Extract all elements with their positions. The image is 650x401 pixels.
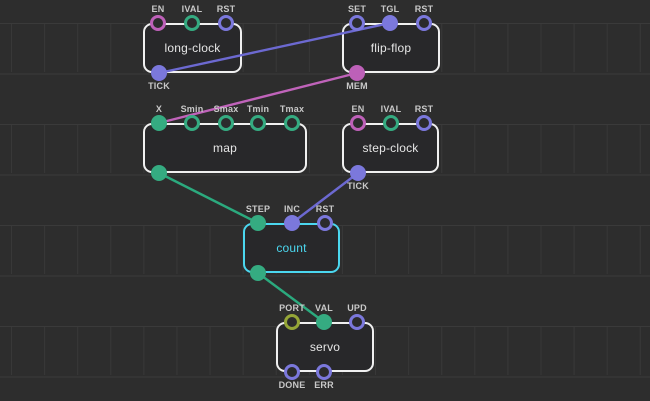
- pin-long-clock-RST[interactable]: [218, 15, 234, 31]
- pin-long-clock-EN[interactable]: [150, 15, 166, 31]
- pin-label-flip-flop-TGL: TGL: [380, 4, 400, 14]
- node-title-flip-flop: flip-flop: [370, 41, 412, 55]
- pin-label-count-INC: INC: [283, 204, 301, 214]
- link-flip-flop-map[interactable]: [158, 71, 358, 125]
- pin-label-count-STEP: STEP: [245, 204, 271, 214]
- link-step-clock-count[interactable]: [291, 172, 359, 224]
- pin-label-map-X: X: [155, 104, 163, 114]
- pin-label-map-Smin: Smin: [180, 104, 204, 114]
- pin-label-long-clock-TICK: TICK: [148, 81, 170, 91]
- pin-long-clock-IVAL[interactable]: [184, 15, 200, 31]
- pin-label-count-RST: RST: [315, 204, 335, 214]
- node-long-clock[interactable]: long-clock: [143, 23, 242, 73]
- pin-step-clock-EN[interactable]: [350, 115, 366, 131]
- pin-label-flip-flop-MEM: MEM: [346, 81, 368, 91]
- pin-count-RST[interactable]: [317, 215, 333, 231]
- pin-servo-ERR[interactable]: [316, 364, 332, 380]
- link-count-servo[interactable]: [257, 272, 325, 323]
- pin-label-long-clock-RST: RST: [216, 4, 236, 14]
- pin-servo-VAL[interactable]: [316, 314, 332, 330]
- pin-label-map-Tmin: Tmin: [246, 104, 270, 114]
- pin-map-Smin[interactable]: [184, 115, 200, 131]
- link-map-count[interactable]: [158, 171, 259, 225]
- pin-map-Tmin[interactable]: [250, 115, 266, 131]
- pin-label-long-clock-IVAL: IVAL: [181, 4, 203, 14]
- pin-step-clock-IVAL[interactable]: [383, 115, 399, 131]
- pin-map-out[interactable]: [151, 165, 167, 181]
- pin-flip-flop-SET[interactable]: [349, 15, 365, 31]
- pin-label-map-Tmax: Tmax: [279, 104, 305, 114]
- pin-count-INC[interactable]: [284, 215, 300, 231]
- pin-map-Smax[interactable]: [218, 115, 234, 131]
- pin-label-step-clock-IVAL: IVAL: [380, 104, 402, 114]
- pin-label-long-clock-EN: EN: [151, 4, 165, 14]
- pin-label-step-clock-EN: EN: [351, 104, 365, 114]
- pin-count-out[interactable]: [250, 265, 266, 281]
- pin-label-flip-flop-SET: SET: [347, 4, 367, 14]
- pin-step-clock-RST[interactable]: [416, 115, 432, 131]
- pin-servo-UPD[interactable]: [349, 314, 365, 330]
- node-title-servo: servo: [309, 340, 341, 354]
- pin-label-servo-ERR: ERR: [314, 380, 334, 390]
- link-long-clock-flip-flop[interactable]: [158, 21, 391, 75]
- node-title-count: count: [276, 241, 307, 255]
- node-title-long-clock: long-clock: [164, 41, 221, 55]
- pin-flip-flop-MEM[interactable]: [349, 65, 365, 81]
- pin-servo-PORT[interactable]: [284, 314, 300, 330]
- pin-flip-flop-RST[interactable]: [416, 15, 432, 31]
- pin-label-step-clock-TICK: TICK: [347, 181, 369, 191]
- pin-map-Tmax[interactable]: [284, 115, 300, 131]
- node-title-map: map: [213, 141, 237, 155]
- pin-label-flip-flop-RST: RST: [414, 4, 434, 14]
- pin-label-map-Smax: Smax: [213, 104, 239, 114]
- node-title-step-clock: step-clock: [362, 141, 419, 155]
- pin-flip-flop-TGL[interactable]: [382, 15, 398, 31]
- pin-long-clock-TICK[interactable]: [151, 65, 167, 81]
- pin-label-servo-UPD: UPD: [347, 303, 367, 313]
- pin-map-X[interactable]: [151, 115, 167, 131]
- pin-label-servo-PORT: PORT: [279, 303, 305, 313]
- pin-label-servo-DONE: DONE: [278, 380, 306, 390]
- pin-servo-DONE[interactable]: [284, 364, 300, 380]
- node-flip-flop[interactable]: flip-flop: [342, 23, 440, 73]
- pin-count-STEP[interactable]: [250, 215, 266, 231]
- pin-label-step-clock-RST: RST: [414, 104, 434, 114]
- pin-step-clock-TICK[interactable]: [350, 165, 366, 181]
- pin-label-servo-VAL: VAL: [315, 303, 333, 313]
